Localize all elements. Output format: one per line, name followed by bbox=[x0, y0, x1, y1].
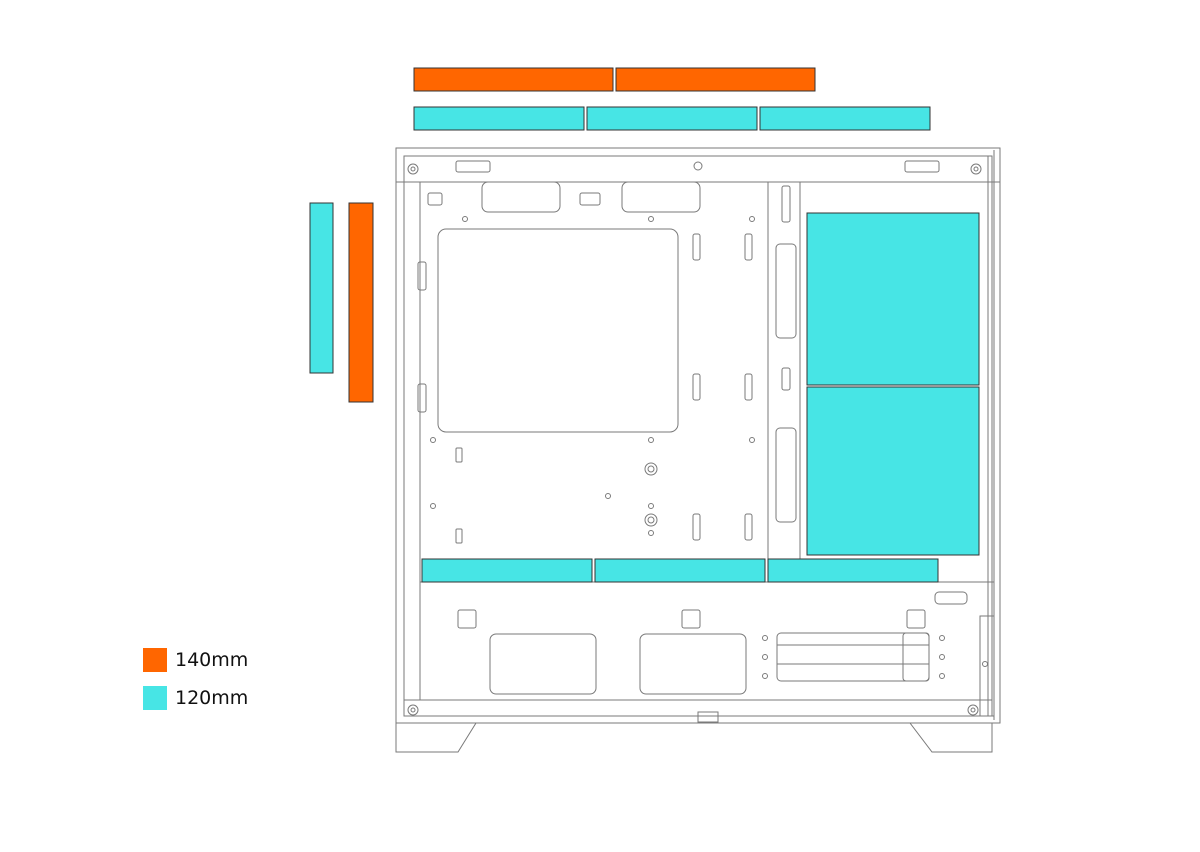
cable-cutout bbox=[621, 181, 701, 213]
fan-120-side-1 bbox=[806, 212, 980, 386]
fan-120-top-3 bbox=[759, 106, 931, 131]
fan-120-bottom-2 bbox=[594, 558, 766, 583]
fan-120-top-1 bbox=[413, 106, 585, 131]
fan-120-bottom-1 bbox=[421, 558, 593, 583]
shroud-cutout bbox=[489, 633, 597, 695]
fan-120-top-2 bbox=[586, 106, 758, 131]
drive-cage bbox=[776, 632, 930, 682]
legend-swatch-140mm bbox=[143, 648, 167, 672]
fan-140-top-2 bbox=[615, 67, 816, 92]
legend-item-140mm: 140mm bbox=[143, 648, 248, 672]
fan-120-bottom-3 bbox=[767, 558, 939, 583]
legend-label-120mm: 120mm bbox=[175, 687, 249, 709]
fan-120-side-2 bbox=[806, 386, 980, 556]
case-outline bbox=[395, 147, 1001, 724]
case-foot bbox=[908, 722, 993, 753]
fan-120-front bbox=[309, 202, 334, 374]
case-foot bbox=[395, 722, 477, 753]
legend-label-140mm: 140mm bbox=[175, 649, 249, 671]
cable-cutout bbox=[481, 181, 561, 213]
shroud-cutout bbox=[639, 633, 747, 695]
fan-140-front bbox=[348, 202, 374, 403]
legend-item-120mm: 120mm bbox=[143, 686, 248, 710]
legend-swatch-120mm bbox=[143, 686, 167, 710]
fan-140-top-1 bbox=[413, 67, 614, 92]
cpu-cutout bbox=[437, 228, 679, 433]
